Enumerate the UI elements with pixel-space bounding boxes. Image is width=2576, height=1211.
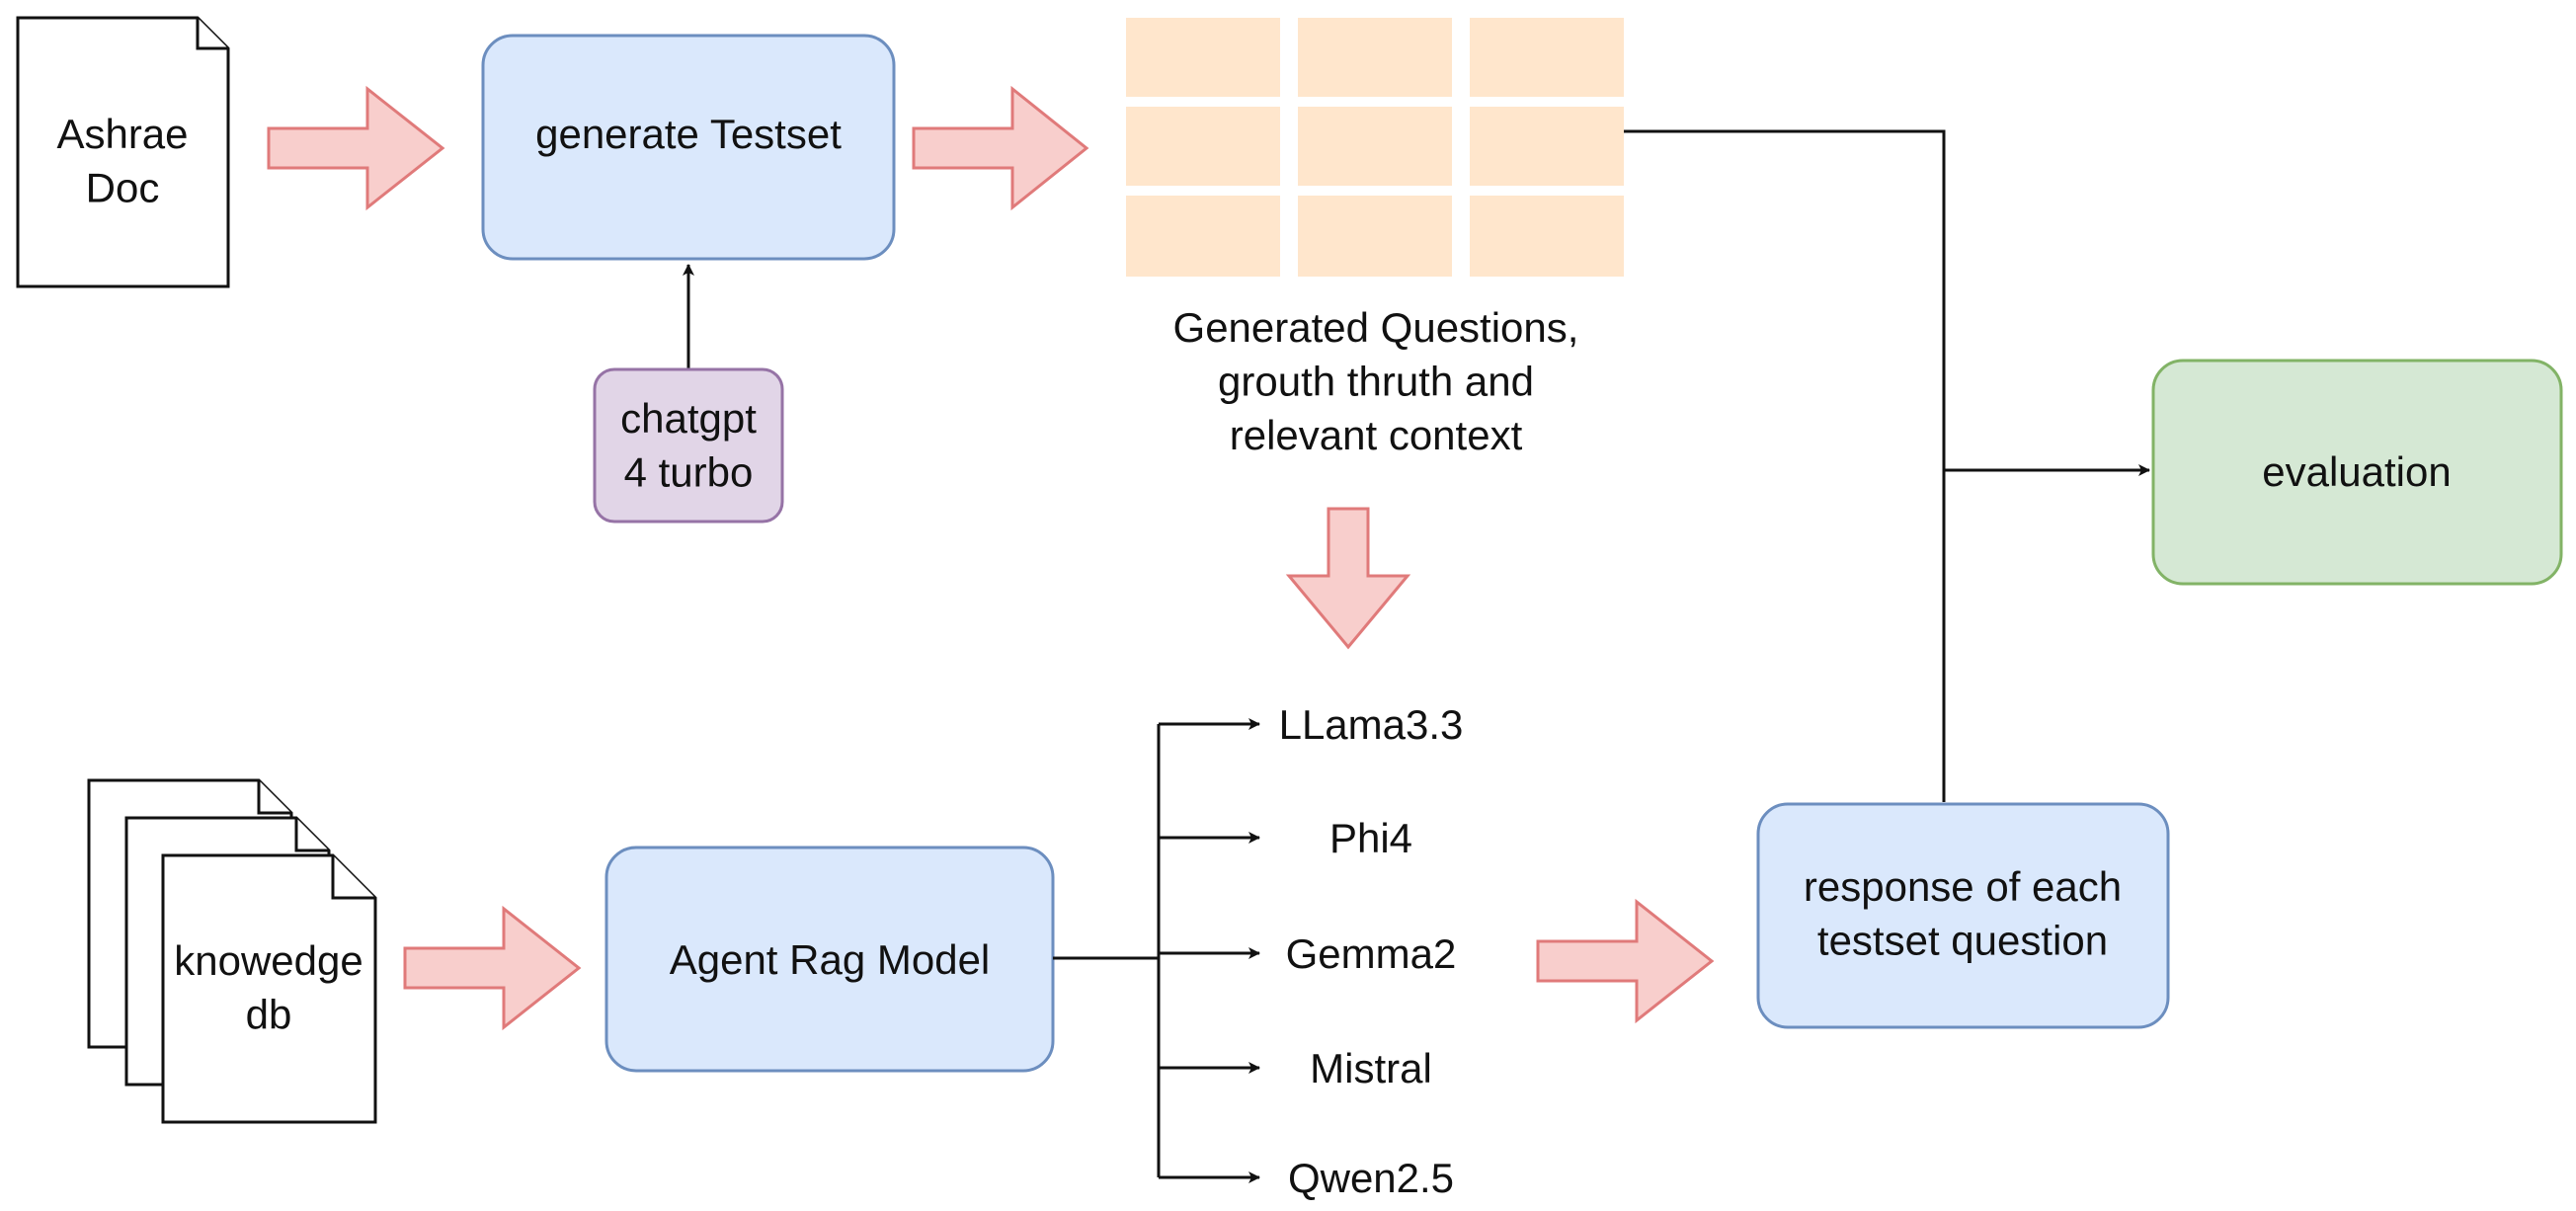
agent-rag-model-label: Agent Rag Model (670, 936, 991, 983)
table-cell (1470, 196, 1624, 277)
models-to-response-arrow (1536, 898, 1715, 1024)
model-gemma: Gemma2 (1286, 930, 1457, 977)
ashrae-to-generate-arrow (267, 85, 445, 211)
kb-to-agent-arrow (403, 905, 582, 1031)
table-cell (1298, 107, 1452, 186)
model-mistral: Mistral (1310, 1045, 1432, 1091)
model-llama: LLama3.3 (1279, 701, 1464, 748)
table-to-evaluation-edge (1624, 129, 1946, 470)
generate-testset-node: generate Testset (481, 34, 896, 261)
table-cell (1126, 196, 1280, 277)
table-cell (1298, 18, 1452, 97)
generated-testset-table (1126, 18, 1624, 277)
evaluation-node: evaluation (2151, 359, 2563, 586)
model-qwen: Qwen2.5 (1288, 1155, 1454, 1201)
table-cell (1126, 107, 1280, 186)
table-cell (1470, 107, 1624, 186)
table-cell (1298, 196, 1452, 277)
testset-to-models-arrow (1285, 507, 1411, 650)
table-cell (1470, 18, 1624, 97)
generate-testset-label: generate Testset (535, 111, 842, 157)
model-phi: Phi4 (1329, 815, 1412, 861)
generate-to-table-arrow (912, 85, 1089, 211)
agent-rag-model-node: Agent Rag Model (604, 846, 1055, 1073)
evaluation-label: evaluation (2262, 448, 2451, 495)
table-cell (1126, 18, 1280, 97)
model-branch-connectors (1053, 718, 1260, 1183)
